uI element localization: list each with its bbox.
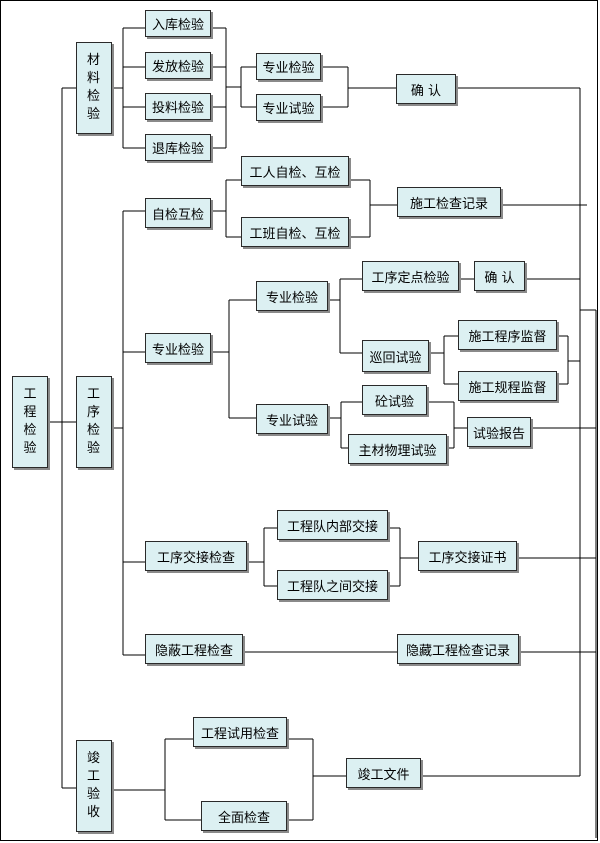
box-return-inspection: 退库检验 — [145, 134, 211, 161]
box-self-check: 自检互检 — [145, 198, 211, 228]
box-fixed-point-inspection: 工序定点检验 — [362, 261, 459, 291]
box-material-physical-test: 主材物理试验 — [348, 434, 447, 464]
box-material-prof-inspection: 专业检验 — [256, 53, 321, 80]
stage-process-label: 工序检验 — [87, 387, 101, 456]
box-inbound-inspection: 入库检验 — [145, 10, 211, 37]
box-feed-inspection: 投料检验 — [145, 93, 211, 120]
box-dispatch-inspection: 发放检验 — [145, 52, 211, 79]
box-internal-handover: 工程队内部交接 — [277, 510, 388, 540]
box-full-check: 全面检查 — [201, 801, 287, 831]
stage-material-label: 材料检验 — [87, 53, 101, 122]
box-trial-check: 工程试用检查 — [193, 717, 287, 747]
box-process-confirm: 确 认 — [474, 261, 525, 291]
box-regulation-supervision: 施工规程监督 — [458, 371, 557, 401]
root-box: 工程检验 — [12, 376, 48, 468]
box-hidden-check: 隐蔽工程检查 — [145, 634, 243, 664]
box-patrol-test: 巡回试验 — [362, 340, 429, 372]
box-worker-check: 工人自检、互检 — [241, 156, 349, 186]
box-inter-handover: 工程队之间交接 — [277, 570, 388, 600]
stage-completion-label: 竣工验收 — [87, 751, 101, 820]
box-concrete-test: 砼试验 — [362, 385, 427, 415]
stage-completion: 竣工验收 — [76, 740, 112, 832]
box-team-check: 工班自检、互检 — [241, 217, 349, 247]
box-completion-documents: 竣工文件 — [346, 758, 421, 788]
box-procedure-supervision: 施工程序监督 — [458, 320, 557, 350]
box-handover-check: 工序交接检查 — [145, 541, 247, 571]
box-sub-prof-test: 专业试验 — [256, 404, 328, 434]
box-process-prof-inspection: 专业检验 — [145, 333, 211, 363]
box-hidden-record: 隐藏工程检查记录 — [397, 634, 519, 664]
stage-process: 工序检验 — [76, 376, 112, 468]
box-material-confirm: 确 认 — [396, 74, 456, 104]
box-material-prof-test: 专业试验 — [256, 94, 321, 121]
stage-material: 材料检验 — [76, 42, 112, 134]
box-handover-certificate: 工序交接证书 — [418, 541, 517, 571]
box-construction-record: 施工检查记录 — [397, 187, 501, 217]
box-test-report: 试验报告 — [467, 417, 531, 447]
root-label: 工程检验 — [23, 387, 37, 456]
box-sub-prof-inspection: 专业检验 — [256, 281, 328, 311]
